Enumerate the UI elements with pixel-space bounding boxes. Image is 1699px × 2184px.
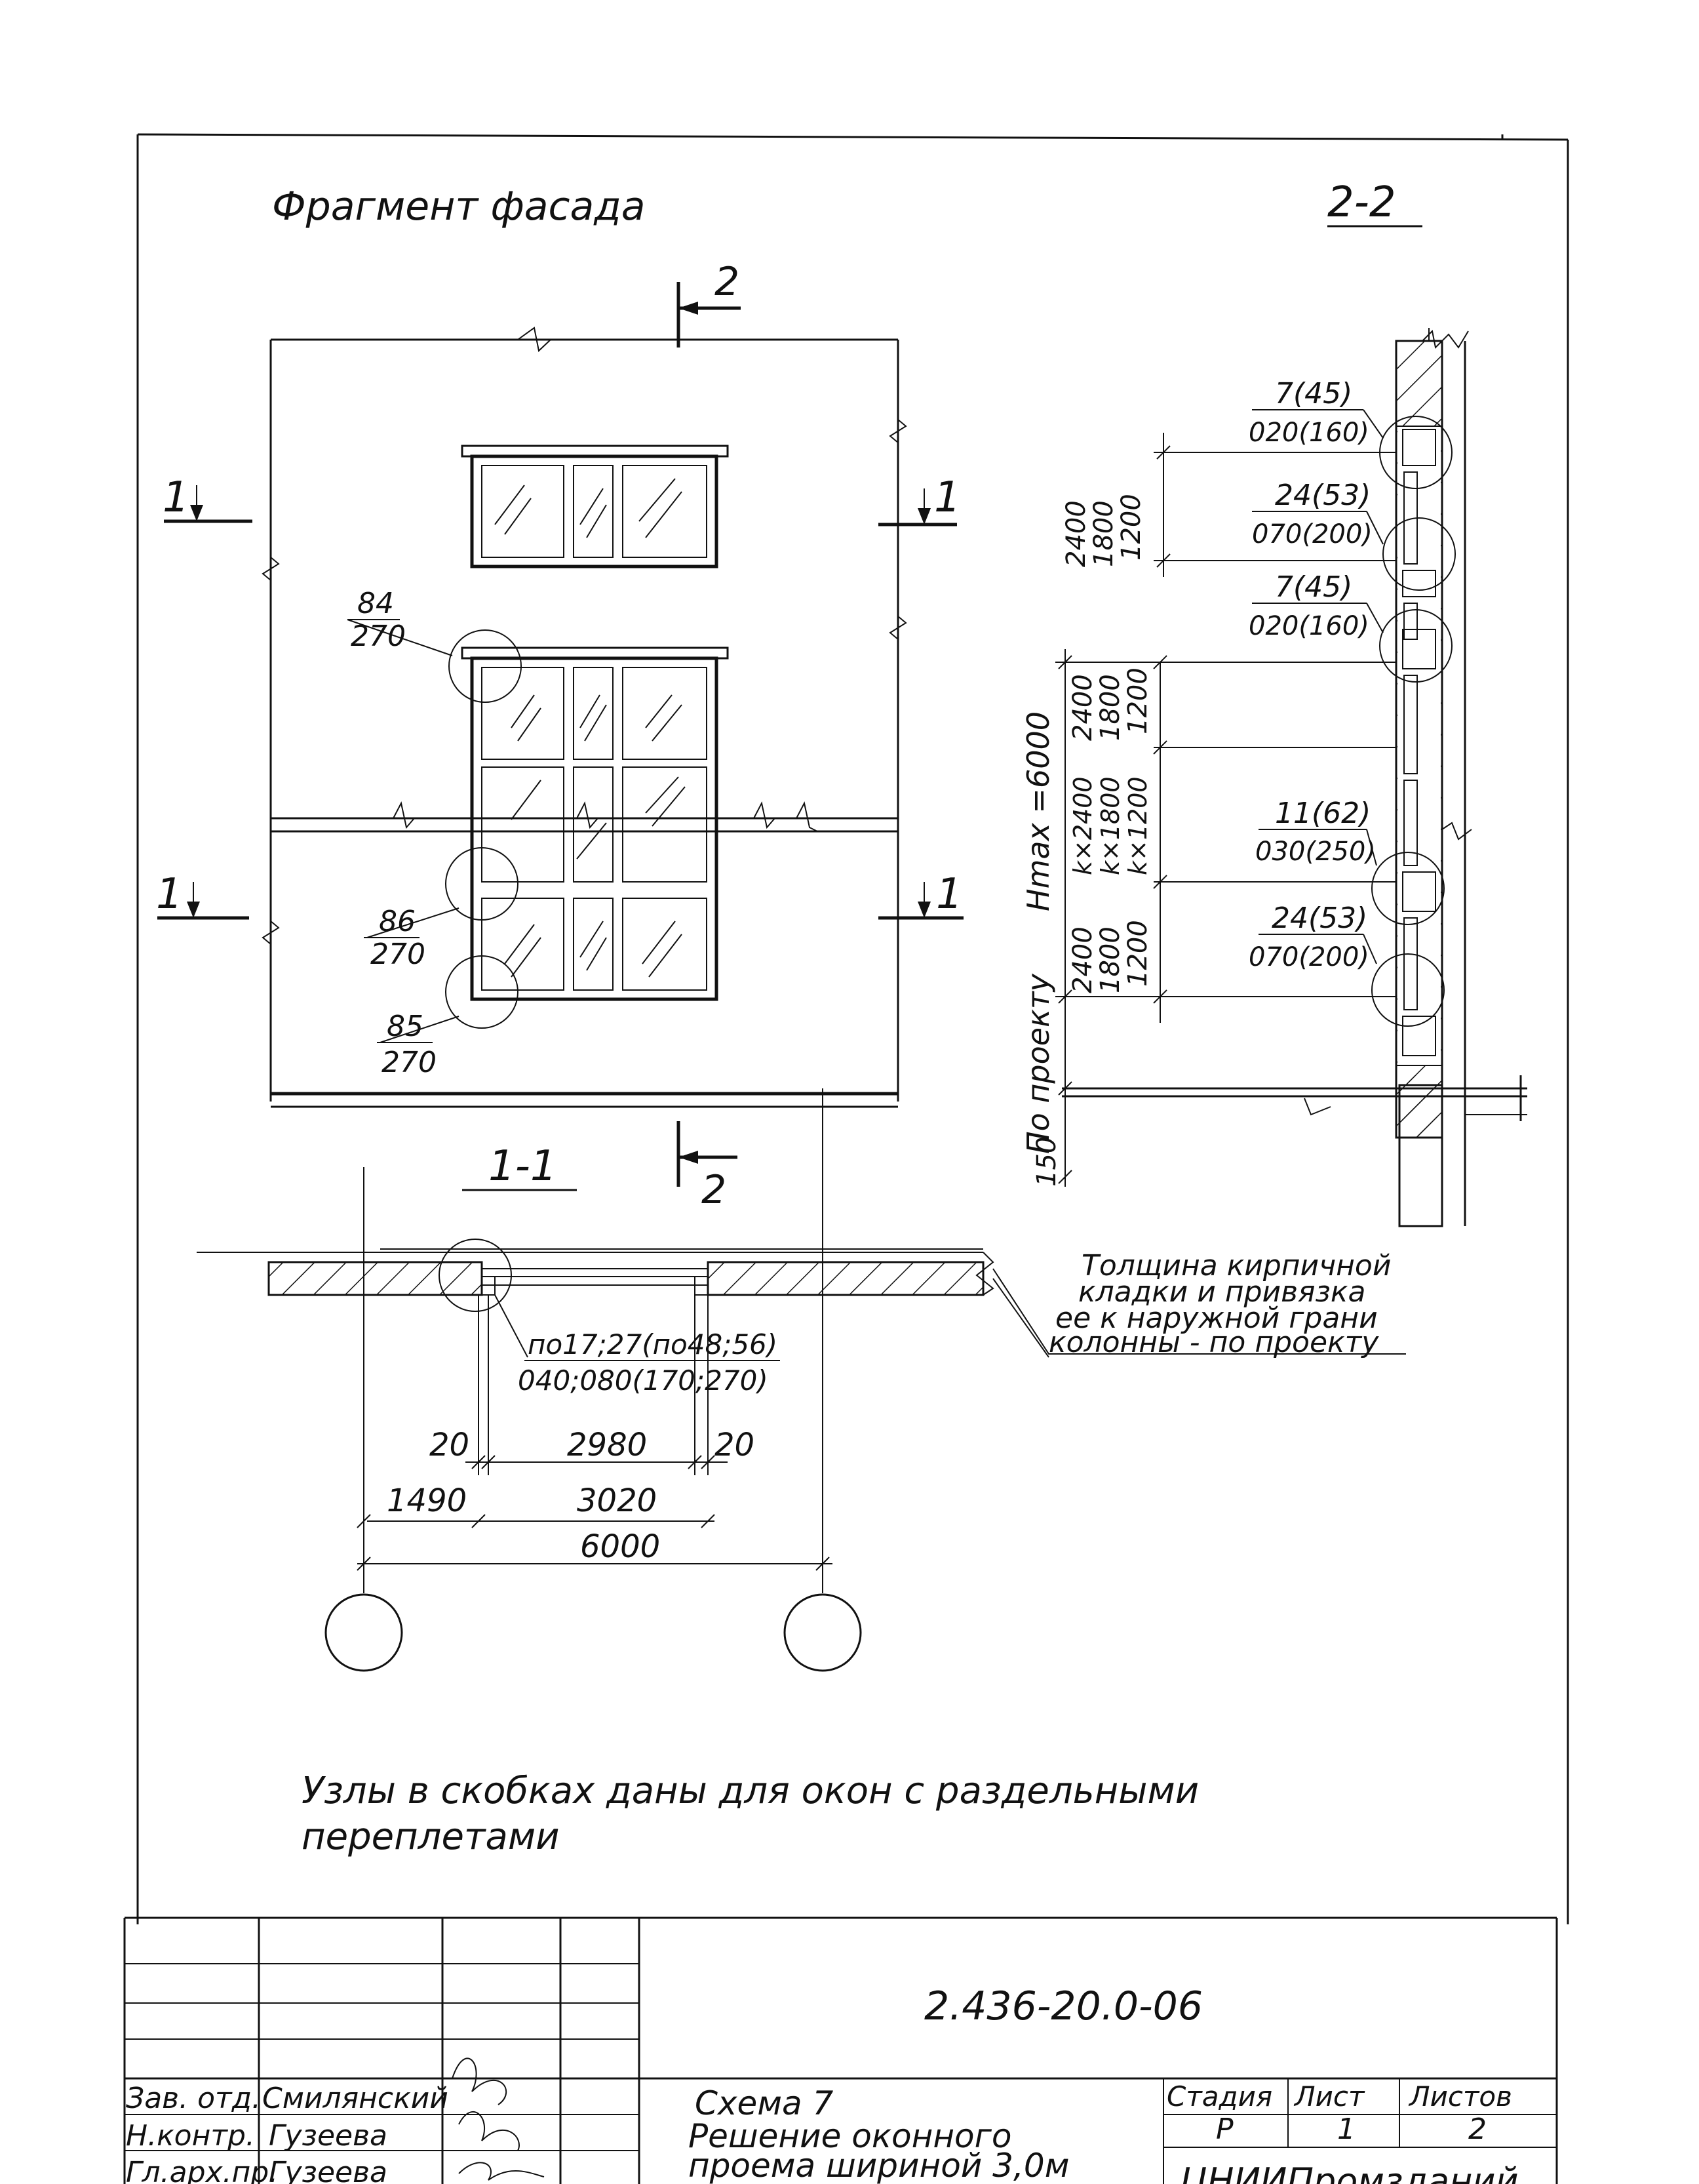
height-mid-b-1: k×2400	[1068, 776, 1097, 875]
cut-mark-2-top: 2	[676, 259, 741, 347]
dim-20-right: 20	[714, 1427, 754, 1463]
section-node-4-bottom: 030(250)	[1255, 837, 1376, 867]
po-proektu-label: По проекту	[1021, 973, 1056, 1154]
section-node-2-bottom: 070(200)	[1252, 519, 1373, 549]
sheet-value: 1	[1337, 2113, 1356, 2146]
plan-dimensions: 20 2980 20 1490 3020 6000	[357, 1427, 832, 1571]
cut-mark-1-left-bottom: 1	[156, 870, 183, 919]
dim-150-label: 150	[1032, 1137, 1062, 1187]
nodes-note-line-2: переплетами	[302, 1816, 560, 1858]
stage-value: Р	[1216, 2113, 1234, 2146]
scheme-line-1: Схема 7	[695, 2084, 834, 2122]
name-chief-architect: Гузеева	[269, 2156, 387, 2184]
sheet-header: Лист	[1293, 2080, 1365, 2113]
facade-outline	[262, 327, 907, 1108]
facade-node-86-top: 86	[379, 905, 416, 938]
plan-node-callout: по17;27(по48;56) 040;080(170;270)	[494, 1294, 780, 1397]
height-mid-b-2: k×1800	[1096, 776, 1125, 875]
signatures	[452, 2057, 545, 2181]
masonry-note-line-3: ее к наружной грани	[1055, 1301, 1378, 1335]
sheets-value: 2	[1468, 2113, 1487, 2146]
height-bottom-2: 1800	[1095, 926, 1125, 993]
facade-node-86-bottom: 270	[370, 938, 425, 971]
dim-20-left: 20	[429, 1427, 469, 1463]
facade-node-84-bottom: 270	[351, 620, 406, 653]
masonry-note-line-4: колонны - по проекту	[1049, 1326, 1379, 1359]
nodes-note: Узлы в скобках даны для окон с раздельны…	[302, 1770, 1199, 1858]
drawing-code: 2.436-20.0-06	[924, 1983, 1203, 2029]
name-norm-control: Гузеева	[269, 2119, 387, 2153]
cut-mark-1-right-bottom: 1	[936, 870, 963, 919]
stage-header: Стадия	[1167, 2080, 1272, 2113]
section-node-5-top: 24(53)	[1272, 902, 1367, 935]
height-top-3: 1200	[1116, 494, 1146, 561]
height-top-2: 1800	[1089, 500, 1119, 567]
height-bottom-3: 1200	[1123, 920, 1153, 987]
dim-6000: 6000	[580, 1528, 660, 1565]
scheme-line-2: Решение оконного	[688, 2117, 1011, 2155]
plan-node-top: по17;27(по48;56)	[528, 1328, 777, 1360]
dim-2980: 2980	[567, 1427, 647, 1463]
window-lower	[461, 646, 729, 1001]
dim-3020: 3020	[577, 1482, 657, 1519]
scheme-line-4: в стене из кирпича	[688, 2173, 1021, 2184]
cut-mark-1-left-top: 1	[163, 473, 189, 522]
facade-node-85-bottom: 270	[381, 1046, 437, 1079]
cut-mark-2-bottom: 2	[676, 1121, 737, 1213]
nodes-note-line-1: Узлы в скобках даны для окон с раздельны…	[302, 1770, 1199, 1812]
height-top-1: 2400	[1061, 500, 1091, 567]
section-22-wall	[1062, 328, 1527, 1227]
title-block: 2.436-20.0-06 Зав. отд. Н.контр. Гл.арх.…	[123, 1916, 1558, 2184]
section-22-title: 2-2	[1327, 178, 1396, 227]
height-mid-b-3: k×1200	[1123, 776, 1152, 875]
name-head: Смилянский	[262, 2082, 448, 2115]
facade-node-86: 86 270	[364, 847, 518, 971]
plan-node-bottom: 040;080(170;270)	[518, 1364, 768, 1397]
dim-1490: 1490	[387, 1482, 467, 1519]
facade-title: Фрагмент фасада	[272, 184, 646, 229]
section-node-1-top: 7(45)	[1275, 377, 1352, 410]
facade-node-84-top: 84	[357, 587, 394, 620]
window-upper	[461, 445, 729, 568]
section-node-3-top: 7(45)	[1275, 570, 1352, 604]
role-chief-architect: Гл.арх.пр.	[126, 2156, 278, 2184]
hmax-label: Hmax =6000	[1021, 711, 1056, 911]
plan-wall	[197, 1239, 994, 1312]
masonry-note: Толщина кирпичной кладки и привязка ее к…	[992, 1249, 1406, 1359]
section-node-2-top: 24(53)	[1275, 479, 1371, 512]
cut-marks-1: 1 1 1 1	[156, 473, 964, 920]
section-11-title: 1-1	[488, 1142, 557, 1191]
section-node-5-bottom: 070(200)	[1249, 942, 1369, 972]
sheet-frame	[136, 133, 1569, 1924]
section-nodes: 7(45) 020(160) 24(53) 070(200) 7(45) 020…	[1249, 377, 1456, 1027]
facade-node-84: 84 270	[347, 587, 522, 703]
height-bottom-1: 2400	[1068, 926, 1098, 993]
cut-mark-1-right-top: 1	[934, 473, 961, 522]
facade-node-85-top: 85	[387, 1010, 423, 1043]
height-mid-a-3: 1200	[1123, 667, 1153, 734]
role-head: Зав. отд.	[126, 2082, 261, 2115]
plan-gridlines	[324, 1088, 862, 1672]
section-dimensions: 2400 1800 1200 2400 1800 1200 k×2400 k×1…	[1021, 433, 1396, 1187]
section-node-1-bottom: 020(160)	[1249, 418, 1369, 448]
cut-mark-2-bottom-label: 2	[701, 1167, 726, 1213]
masonry-note-line-1: Толщина кирпичной	[1082, 1249, 1391, 1282]
height-mid-a-1: 2400	[1068, 674, 1098, 741]
masonry-note-line-2: кладки и привязка	[1078, 1275, 1365, 1309]
sheets-header: Листов	[1408, 2080, 1512, 2113]
section-node-3-bottom: 020(160)	[1249, 611, 1369, 641]
role-norm-control: Н.контр.	[126, 2119, 255, 2153]
scheme-line-3: проема шириной 3,0м	[688, 2147, 1069, 2184]
facade-node-85: 85 270	[377, 955, 518, 1079]
cut-mark-2-top-label: 2	[714, 259, 739, 305]
organization: ЦНИИПромзданий	[1180, 2160, 1519, 2184]
section-node-4-top: 11(62)	[1275, 797, 1371, 830]
height-mid-a-2: 1800	[1095, 674, 1125, 741]
